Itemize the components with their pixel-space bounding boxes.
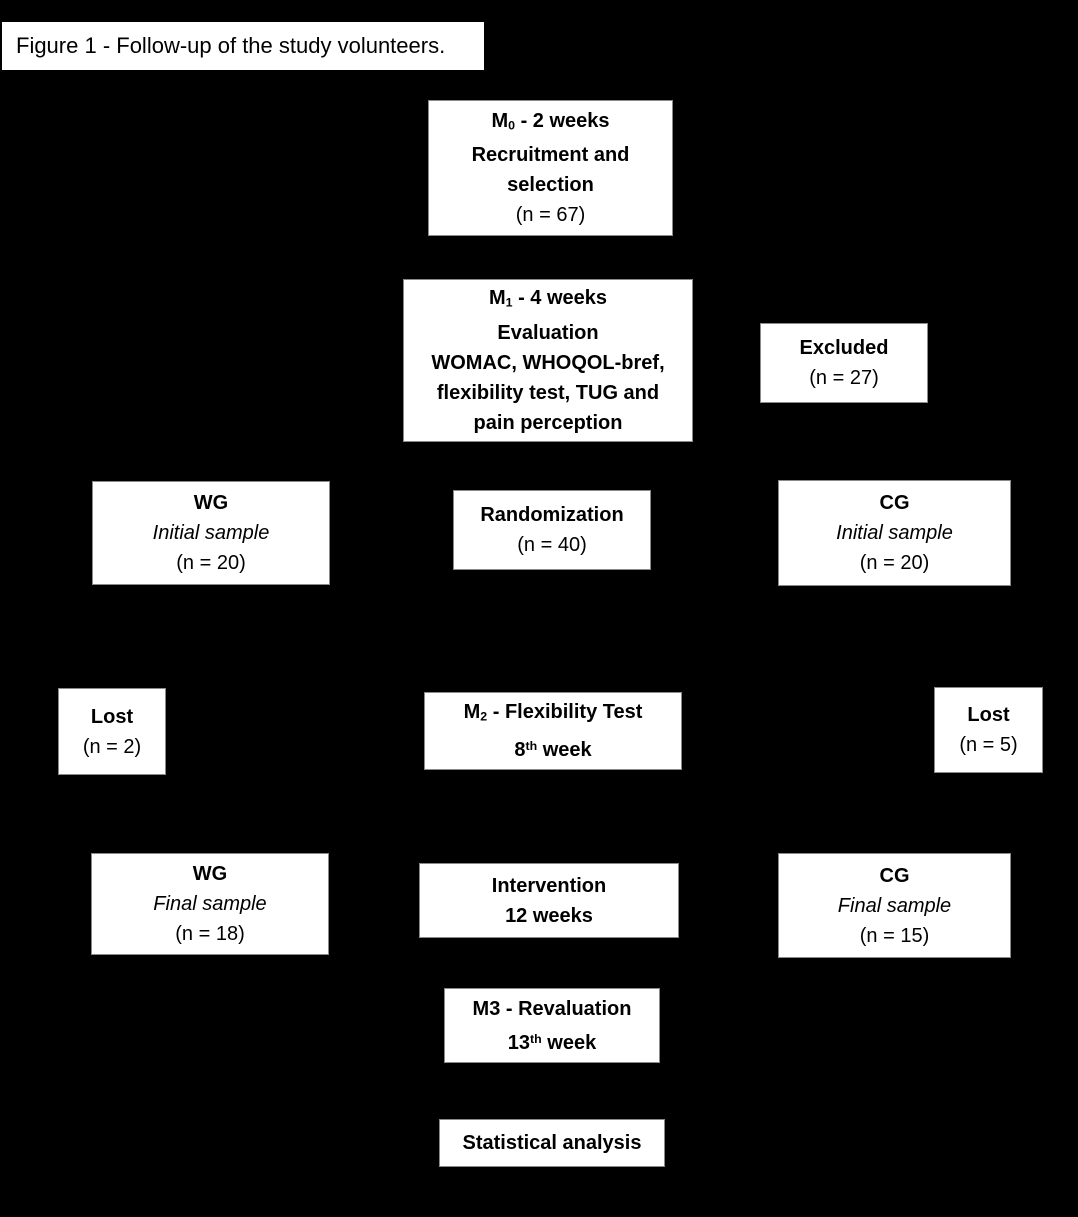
wg-final-group: WG — [192, 863, 228, 885]
m1-line5: pain perception — [473, 411, 623, 434]
statistical-title: Statistical analysis — [462, 1132, 642, 1154]
flow-box-wg-final-sample: WG Final sample (n = 18) — [91, 853, 329, 955]
flow-box-wg-initial-sample: WG Initial sample (n = 20) — [92, 481, 330, 585]
m2-week-suffix: week — [537, 739, 592, 762]
lost-cg-count: (n = 5) — [959, 734, 1018, 756]
m2-label-suffix: - Flexibility Test — [487, 700, 643, 723]
m0-label: M0 - 2 weeks — [491, 106, 609, 141]
excluded-title: Excluded — [799, 337, 889, 359]
cg-initial-count: (n = 20) — [859, 552, 930, 574]
cg-final-count: (n = 15) — [859, 924, 930, 947]
m0-line2: Recruitment and — [471, 144, 630, 167]
m1-line4: flexibility test, TUG and — [436, 381, 660, 404]
intervention-title: Intervention — [491, 874, 607, 897]
flow-box-statistical-analysis: Statistical analysis — [439, 1119, 665, 1167]
flow-box-lost-wg: Lost (n = 2) — [58, 688, 166, 775]
m1-label-subscript: 1 — [505, 295, 513, 310]
wg-final-sample-label: Final sample — [153, 893, 267, 915]
randomization-count: (n = 40) — [517, 534, 587, 556]
m3-week-suffix: week — [541, 1031, 597, 1054]
flow-box-excluded: Excluded (n = 27) — [760, 323, 928, 403]
flow-box-cg-initial-sample: CG Initial sample (n = 20) — [778, 480, 1011, 586]
m2-week-number: 8 — [514, 739, 526, 762]
m0-label-prefix: M — [491, 109, 509, 132]
m1-label-prefix: M — [488, 287, 506, 310]
m0-label-subscript: 0 — [508, 118, 516, 133]
m2-label: M2 - Flexibility Test — [464, 697, 643, 732]
randomization-title: Randomization — [480, 504, 624, 526]
intervention-duration: 12 weeks — [505, 904, 593, 927]
m0-label-suffix: - 2 weeks — [515, 109, 610, 132]
m2-label-subscript: 2 — [480, 709, 488, 724]
m1-label-suffix: - 4 weeks — [512, 287, 608, 310]
flow-box-m3-revaluation: M3 - Revaluation 13th week — [444, 988, 660, 1063]
wg-initial-sample-label: Initial sample — [152, 522, 270, 544]
m1-label: M1 - 4 weeks — [489, 283, 607, 318]
wg-final-count: (n = 18) — [175, 923, 245, 945]
excluded-count: (n = 27) — [809, 367, 879, 389]
m0-line3: selection — [507, 174, 594, 197]
m3-week: 13th week — [508, 1024, 596, 1058]
m3-week-ordinal: th — [530, 1031, 542, 1046]
cg-final-group: CG — [879, 864, 910, 887]
figure-caption-box: Figure 1 - Follow-up of the study volunt… — [2, 22, 484, 70]
cg-initial-group: CG — [879, 492, 910, 514]
m2-week-ordinal: th — [525, 739, 538, 754]
flow-box-m0-recruitment: M0 - 2 weeks Recruitment and selection (… — [428, 100, 673, 236]
m3-title: M3 - Revaluation — [472, 997, 632, 1020]
m1-line2: Evaluation — [497, 321, 599, 344]
wg-initial-group: WG — [193, 492, 229, 514]
flow-box-m1-evaluation: M1 - 4 weeks Evaluation WOMAC, WHOQOL-br… — [403, 279, 693, 442]
m1-line3: WOMAC, WHOQOL-bref, — [431, 351, 665, 374]
wg-initial-count: (n = 20) — [176, 552, 246, 574]
flow-box-randomization: Randomization (n = 40) — [453, 490, 651, 570]
m2-week: 8th week — [514, 731, 591, 765]
m2-label-prefix: M — [463, 700, 481, 723]
flow-box-m2-flexibility-test: M2 - Flexibility Test 8th week — [424, 692, 682, 770]
lost-cg-title: Lost — [967, 704, 1010, 726]
flow-box-cg-final-sample: CG Final sample (n = 15) — [778, 853, 1011, 958]
m3-week-number: 13 — [507, 1031, 531, 1054]
figure-caption: Figure 1 - Follow-up of the study volunt… — [16, 33, 446, 58]
cg-initial-sample-label: Initial sample — [836, 522, 953, 544]
lost-wg-title: Lost — [90, 705, 134, 728]
flow-box-lost-cg: Lost (n = 5) — [934, 687, 1043, 773]
flow-box-intervention: Intervention 12 weeks — [419, 863, 679, 938]
lost-wg-count: (n = 2) — [82, 735, 142, 758]
cg-final-sample-label: Final sample — [837, 894, 952, 917]
m0-count: (n = 67) — [515, 204, 586, 227]
